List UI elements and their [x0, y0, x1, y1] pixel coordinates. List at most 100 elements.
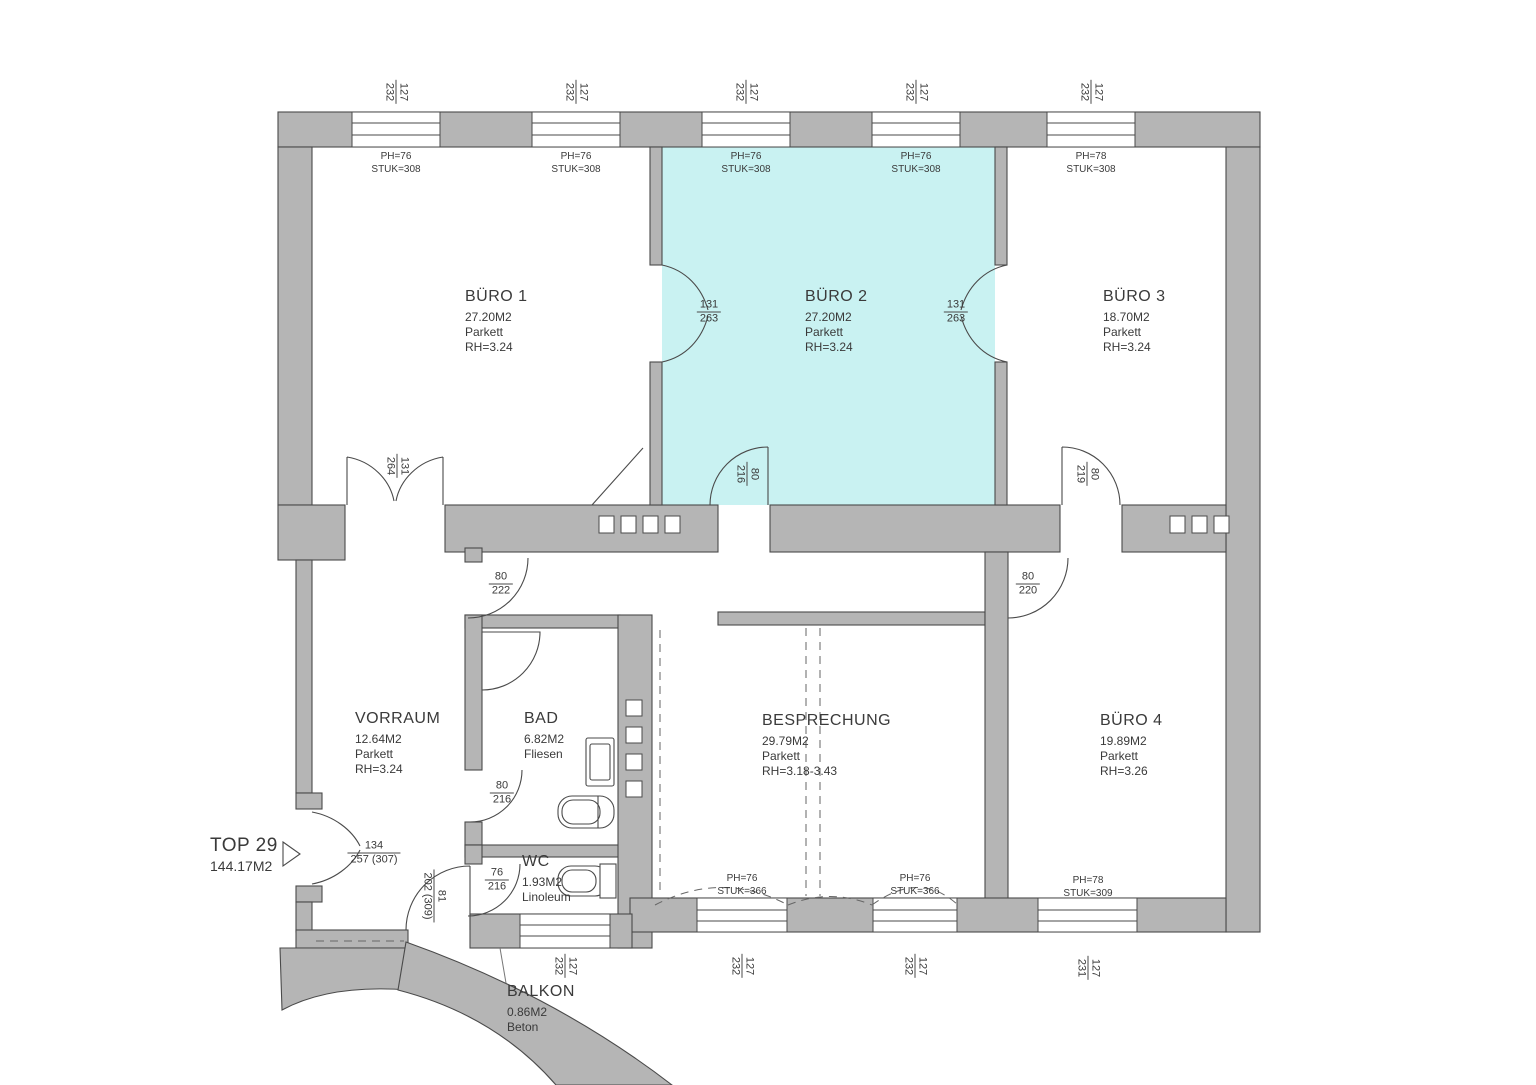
room-height: RH=3.26	[1100, 764, 1148, 778]
room-floor: Parkett	[355, 747, 394, 761]
dim-height: 222	[491, 584, 511, 597]
dim-height: 232	[563, 82, 576, 102]
room-floor: Fliesen	[524, 747, 563, 761]
room-floor: Parkett	[762, 749, 801, 763]
dim-height: 216	[734, 464, 747, 484]
room-name: WC	[522, 853, 550, 870]
room-area: 0.86M2	[507, 1005, 548, 1019]
room-label-vorraum: VORRAUM 12.64M2 Parkett RH=3.24	[355, 710, 440, 777]
room-floor: Parkett	[465, 325, 504, 339]
room-label-balkon: BALKON 0.86M2 Beton	[507, 983, 575, 1035]
room-area: 6.82M2	[524, 732, 565, 746]
window-ph: PH=76	[560, 151, 592, 162]
room-area: 1.93M2	[522, 875, 563, 889]
dim-width: 127	[395, 79, 410, 105]
room-area: 12.64M2	[355, 732, 402, 746]
shower-icon	[481, 631, 541, 691]
room-name: BÜRO 3	[1103, 288, 1166, 305]
dim-width: 127	[575, 79, 590, 105]
dim-width: 80	[488, 571, 514, 585]
room-label-buero1: BÜRO 1 27.20M2 Parkett RH=3.24	[465, 288, 528, 355]
dim-width: 127	[1087, 955, 1102, 981]
dim-width: 80	[1086, 461, 1101, 487]
dim-height: 232	[383, 82, 396, 102]
room-label-bad: BAD 6.82M2 Fliesen	[524, 710, 564, 762]
window-ph: PH=76	[900, 151, 932, 162]
door-dim-buero4-corridor: 80 220	[1015, 571, 1041, 598]
window-spec-top-5: PH=78 STUK=308	[1066, 150, 1115, 176]
dim-width: 127	[745, 79, 760, 105]
room-floor: Parkett	[805, 325, 844, 339]
window-ph: PH=78	[1075, 151, 1107, 162]
dim-height: 232	[729, 956, 742, 976]
dim-width: 80	[746, 461, 761, 487]
dim-height: 219	[1074, 464, 1087, 484]
dim-width: 81	[433, 869, 448, 923]
dim-width: 127	[1090, 79, 1105, 105]
dim-width: 80	[489, 780, 515, 794]
window-stuk: STUK=308	[891, 164, 941, 175]
door-dim-vorraum-corridor: 80 222	[488, 571, 514, 598]
room-floor: Beton	[507, 1020, 539, 1034]
dim-width: 134	[347, 840, 401, 854]
room-height: RH=3.24	[465, 340, 513, 354]
room-height: RH=3.24	[805, 340, 853, 354]
window-stuk: STUK=308	[551, 164, 601, 175]
dim-width: 76	[484, 867, 510, 881]
unit-name: TOP 29	[210, 835, 278, 856]
room-floor: Parkett	[1100, 749, 1139, 763]
dim-width: 131	[396, 453, 411, 479]
toilet-tank-icon	[599, 863, 617, 899]
room-area: 27.20M2	[465, 310, 512, 324]
room-label-buero4: BÜRO 4 19.89M2 Parkett RH=3.26	[1100, 712, 1163, 779]
window-spec-top-2: PH=76 STUK=308	[551, 150, 600, 176]
room-floor: Linoleum	[522, 890, 571, 904]
dim-height: 216	[487, 880, 507, 893]
dim-height: 220	[1018, 584, 1038, 597]
window-dim-wc: 127 232	[552, 953, 579, 979]
window-stuk: STUK=308	[371, 164, 421, 175]
window-ph: PH=78	[1072, 875, 1104, 886]
window-dim-bottom-2: 127 232	[902, 953, 929, 979]
door-dim-wc: 76 216	[484, 867, 510, 894]
window-ph: PH=76	[730, 151, 762, 162]
window-stuk: STUK=366	[890, 886, 940, 897]
dim-height: 232	[902, 956, 915, 976]
dim-height: 232	[733, 82, 746, 102]
window-stuk: STUK=309	[1063, 888, 1113, 899]
window-spec-bottom-2: PH=76 STUK=366	[890, 872, 939, 898]
room-area: 18.70M2	[1103, 310, 1150, 324]
window-dim-top-3: 127 232	[733, 79, 760, 105]
door-dim-balkon: 81 202 (309)	[421, 869, 448, 923]
window-dim-bottom-3: 127 231	[1075, 955, 1102, 981]
window-stuk: STUK=308	[1066, 164, 1116, 175]
room-name: BÜRO 1	[465, 288, 528, 305]
door-dim-entry: 134 257 (307)	[347, 840, 401, 867]
window-dim-top-1: 127 232	[383, 79, 410, 105]
door-dim-buero2-corridor: 80 216	[734, 461, 761, 487]
room-name: BAD	[524, 710, 559, 727]
dim-height: 202 (309)	[421, 872, 434, 920]
dim-height: 263	[699, 312, 719, 325]
room-name: VORRAUM	[355, 710, 441, 727]
door-dim-buero1-vorraum: 131 264	[384, 453, 411, 479]
dim-height: 232	[903, 82, 916, 102]
room-label-wc: WC 1.93M2 Linoleum	[522, 853, 571, 905]
room-height: RH=3.24	[1103, 340, 1151, 354]
window-ph: PH=76	[380, 151, 412, 162]
room-height: RH=3.18-3.43	[762, 764, 838, 778]
window-spec-top-1: PH=76 STUK=308	[371, 150, 420, 176]
window-spec-bottom-3: PH=78 STUK=309	[1063, 874, 1112, 900]
dim-height: 257 (307)	[350, 853, 398, 866]
window-spec-top-3: PH=76 STUK=308	[721, 150, 770, 176]
window-stuk: STUK=366	[717, 886, 767, 897]
dim-width: 131	[943, 299, 969, 313]
room-name: BÜRO 4	[1100, 712, 1163, 729]
window-spec-bottom-1: PH=76 STUK=366	[717, 872, 766, 898]
dim-height: 232	[1078, 82, 1091, 102]
buero2-highlight-area	[662, 147, 995, 505]
dim-height: 232	[552, 956, 565, 976]
dim-height: 264	[384, 456, 397, 476]
